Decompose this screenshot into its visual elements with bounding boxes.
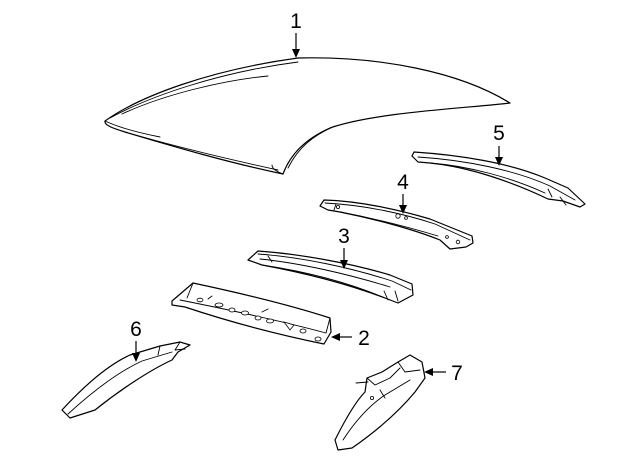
bow-hole	[445, 235, 449, 239]
part-3-roof-bow	[247, 250, 414, 304]
callout-2-label: 2	[358, 327, 370, 350]
bow-hole	[455, 239, 461, 245]
bow-hole	[404, 216, 408, 220]
callout-5-label: 5	[493, 122, 505, 145]
header-hole	[266, 318, 274, 324]
callout-labels: 1 2 3 4 5 6 7	[130, 10, 505, 385]
part-7-pillar	[334, 354, 426, 451]
callout-6-label: 6	[130, 318, 142, 341]
part-2-header-panel	[171, 282, 332, 345]
callout-1-label: 1	[290, 10, 302, 33]
callout-7-label: 7	[451, 362, 463, 385]
part-5-roof-rail	[411, 151, 586, 208]
part-6-pillar	[61, 341, 191, 419]
header-cutout	[282, 321, 295, 331]
bow-hole	[335, 204, 340, 209]
pillar-hole	[369, 395, 374, 400]
callout-4-label: 4	[397, 171, 409, 194]
header-hole	[314, 336, 322, 342]
header-hole	[228, 307, 236, 313]
header-hole	[241, 310, 249, 316]
callout-leaders	[132, 33, 503, 376]
header-hole	[299, 328, 307, 334]
header-hole	[214, 302, 224, 308]
callout-3-label: 3	[338, 225, 350, 248]
bow-hole	[395, 213, 401, 219]
part-4-roof-bow	[319, 199, 474, 250]
header-hole	[254, 315, 262, 321]
part-1-roof-panel	[104, 57, 511, 175]
header-hole	[196, 297, 204, 303]
